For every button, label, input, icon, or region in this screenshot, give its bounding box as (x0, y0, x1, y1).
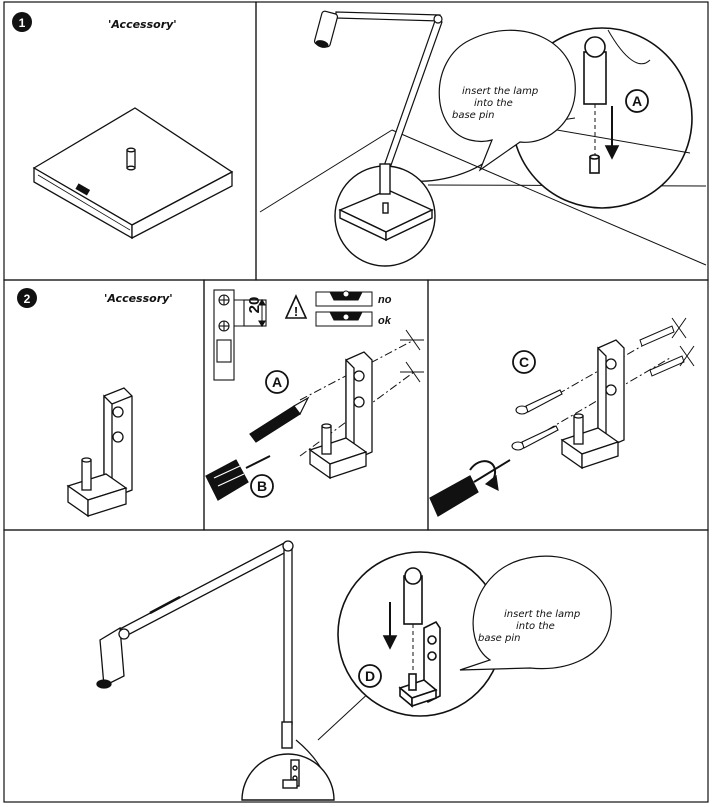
step-2-badge: 2 (17, 288, 37, 308)
svg-text:B: B (257, 478, 267, 494)
screwdriver-icon (429, 459, 511, 517)
bubble-line-2: into the (474, 98, 513, 109)
level-check-no (315, 290, 373, 307)
zoom-circle-small-step3 (241, 721, 335, 801)
screws-icon (511, 389, 563, 451)
speech-bubble-step1: insert the lamp into the base pin (438, 29, 576, 172)
bracket-step2b (308, 351, 373, 480)
svg-text:A: A (632, 93, 642, 109)
svg-text:C: C (519, 354, 529, 370)
step-1-number: 1 (19, 16, 26, 30)
wall-plugs-icon (639, 317, 695, 377)
marker-b-step2: B (250, 474, 274, 498)
svg-text:D: D (365, 668, 375, 684)
dimension-20-label: 20 (246, 297, 263, 314)
speech-bubble-step3: insert the lamp into the base pin (459, 555, 612, 671)
base-plate-illustration (32, 107, 234, 240)
svg-text:!: ! (294, 304, 298, 319)
panel-frames (3, 1, 709, 803)
warning-triangle-icon: ! (284, 294, 308, 319)
drill-icon (205, 455, 271, 501)
no-label: no (378, 294, 392, 306)
bubble3-line-2: into the (516, 621, 555, 632)
ok-label: ok (378, 315, 392, 327)
bubble3-line-1: insert the lamp (504, 609, 580, 620)
bubble-line-3: base pin (452, 110, 494, 121)
level-check-ok (315, 311, 373, 327)
bubble-line-1: insert the lamp (462, 86, 538, 97)
desk-lamp-step3 (96, 540, 373, 801)
panel-3 (3, 529, 709, 803)
svg-text:A: A (272, 374, 282, 390)
step-2-number: 2 (24, 292, 31, 306)
step-1-badge: 1 (12, 12, 32, 32)
zoom-circle-base-step1 (334, 163, 436, 267)
marker-d-step3: D (358, 664, 382, 688)
step-1-accessory-label: 'Accessory' (108, 18, 177, 31)
marker-c-step2: C (512, 350, 536, 374)
marker-a-step1: A (625, 89, 649, 113)
step-2-accessory-label: 'Accessory' (104, 292, 173, 305)
pencil-icon (249, 396, 310, 443)
bracket-step2c (560, 339, 625, 470)
crosshair-marks (400, 329, 424, 383)
bubble3-line-3: base pin (478, 633, 520, 644)
marker-a-step2: A (265, 370, 289, 394)
wall-bracket-illustration (66, 387, 133, 518)
hole-template-detail (213, 289, 267, 381)
